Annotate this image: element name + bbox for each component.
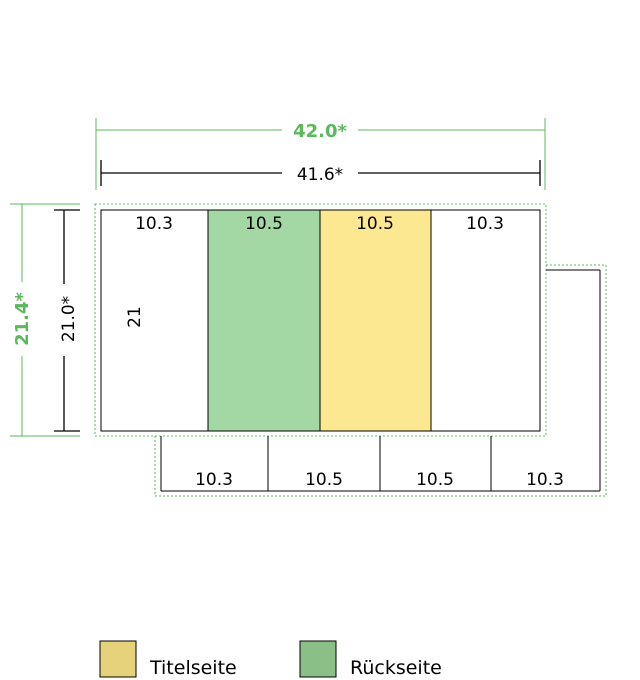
top-panel-2-back bbox=[207, 209, 321, 432]
bottom-panel-3-label: 10.5 bbox=[416, 470, 454, 490]
outer-height-label: 21.4* bbox=[12, 292, 33, 346]
legend-back-label: Rückseite bbox=[350, 657, 442, 679]
inner-width-label: 41.6* bbox=[297, 165, 343, 185]
legend-title-label: Titelseite bbox=[149, 657, 237, 679]
legend-back-swatch bbox=[299, 640, 337, 678]
bottom-panel-1-label: 10.3 bbox=[195, 470, 233, 490]
inner-height-dimension: 21.0* bbox=[54, 209, 80, 432]
panel-height-label: 21 bbox=[125, 306, 145, 328]
top-panel-1-label: 10.3 bbox=[135, 214, 173, 234]
bottom-sheet: 10.3 10.5 10.5 10.3 bbox=[160, 269, 601, 492]
inner-width-dimension: 41.6* bbox=[100, 160, 541, 186]
top-panel-4 bbox=[430, 209, 541, 432]
bottom-panel-2-label: 10.5 bbox=[305, 470, 343, 490]
bottom-sheet-bleed-outline bbox=[154, 264, 607, 497]
legend-title-swatch bbox=[99, 640, 137, 678]
top-panel-3-title bbox=[319, 209, 432, 432]
top-panel-4-label: 10.3 bbox=[466, 214, 504, 234]
inner-height-label: 21.0* bbox=[59, 296, 79, 342]
outer-width-label: 42.0* bbox=[293, 121, 347, 142]
top-panel-1 bbox=[100, 209, 209, 432]
bottom-panel-4-label: 10.3 bbox=[526, 470, 564, 490]
top-panel-2-label: 10.5 bbox=[245, 214, 283, 234]
top-sheet: 10.3 10.5 10.5 10.3 21 bbox=[100, 209, 541, 432]
outer-width-dimension: 42.0* bbox=[95, 118, 546, 190]
outer-height-dimension: 21.4* bbox=[10, 203, 80, 437]
legend: Titelseite Rückseite bbox=[99, 640, 442, 679]
top-sheet-bleed-outline bbox=[94, 203, 547, 437]
top-panel-3-label: 10.5 bbox=[356, 214, 394, 234]
